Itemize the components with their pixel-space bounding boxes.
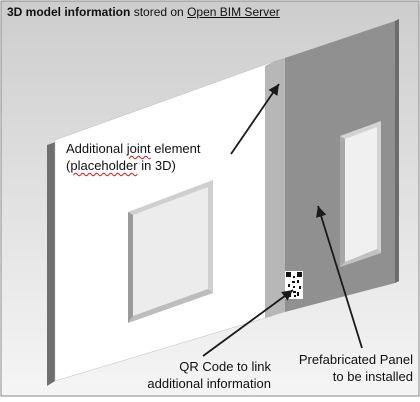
title-middle: stored on [133,5,184,19]
white-window-inner [133,187,208,316]
joint-text-c: element [154,141,201,156]
qr-annotation: QR Code to link additional information [113,358,271,392]
white-panel-side [47,140,55,386]
joint-annotation-line1: Additional joint element [66,140,200,157]
joint-element [265,58,285,318]
title-link: Open BIM Server [187,5,280,19]
panel-arrow [316,205,363,349]
joint-text-f: in 3D) [141,158,176,173]
panel-annotation: Prefabricated Panel to be installed [283,351,413,385]
joint-annotation-line2: (placeholder in 3D) [66,157,200,174]
qr-annotation-line2: additional information [147,376,271,391]
qr-annotation-line1: QR Code to link [179,359,271,374]
gray-window-shade [340,136,345,267]
panel-annotation-line1: Prefabricated Panel [298,352,413,367]
white-window-shade [128,212,133,323]
gray-window-inner [345,127,377,262]
panel-annotation-line2: to be installed [332,369,413,384]
diagram-title: 3D model information stored on Open BIM … [7,5,280,20]
joint-text-a: Additional [66,141,124,156]
joint-text-b: joint [126,141,151,156]
gray-panel-side [395,19,399,283]
joint-text-d: ( [66,158,71,173]
joint-annotation: Additional joint element (placeholder in… [66,140,200,174]
white-window-sill [128,289,213,323]
joint-arrow [230,83,280,155]
joint-text-e: placeholder [70,158,138,173]
gray-window-sill [340,249,381,267]
qr-arrow [202,289,294,357]
title-bold: 3D model information [7,5,131,19]
